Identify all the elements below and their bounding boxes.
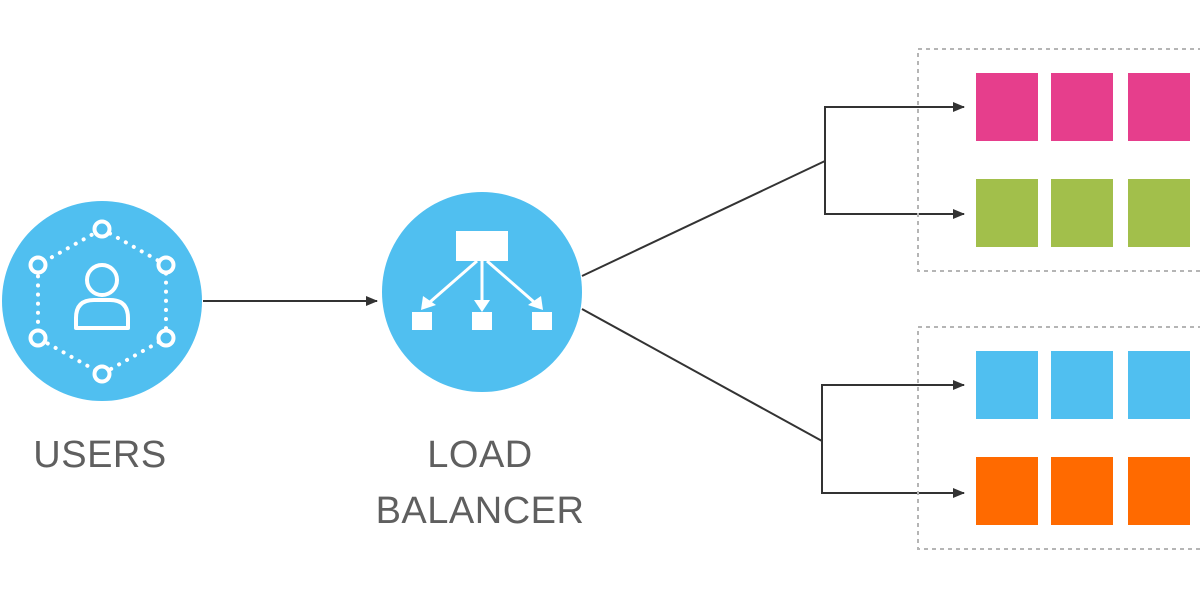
hex-node-top-left: [28, 255, 48, 275]
server-block-g1-r2-b3: [1128, 179, 1190, 247]
lb-target-box-center: [472, 312, 492, 330]
server-block-g2-r1-b2: [1051, 351, 1113, 419]
server-blocks: [976, 73, 1190, 525]
server-group-1-frame: [917, 48, 1200, 272]
server-group-2-frame: [917, 326, 1200, 550]
load-balancer-label-line2: BALANCER: [375, 490, 585, 532]
lb-to-group1-connector: [581, 160, 826, 277]
server-block-g2-r2-b1: [976, 457, 1038, 525]
hex-node-bottom-right: [156, 328, 176, 348]
users-network-icon: [28, 219, 176, 384]
server-block-g2-r1-b1: [976, 351, 1038, 419]
lb-target-box-left: [412, 312, 432, 330]
server-block-g1-r2-b2: [1051, 179, 1113, 247]
server-block-g1-r1-b1: [976, 73, 1038, 141]
server-block-g1-r1-b3: [1128, 73, 1190, 141]
users-node: [2, 201, 202, 401]
server-block-g1-r2-b1: [976, 179, 1038, 247]
load-balancer-distribution-icon: [412, 231, 552, 330]
server-block-g2-r2-b2: [1051, 457, 1113, 525]
hex-node-top: [92, 219, 112, 239]
lb-source-box: [456, 231, 508, 261]
hex-node-top-right: [156, 255, 176, 275]
load-balancer-label-line1: LOAD: [427, 434, 533, 476]
server-block-g2-r2-b3: [1128, 457, 1190, 525]
server-block-g1-r1-b2: [1051, 73, 1113, 141]
users-label: USERS: [33, 434, 167, 476]
hex-node-bottom: [92, 364, 112, 384]
lb-to-group2-connector: [581, 308, 823, 442]
hex-node-bottom-left: [28, 328, 48, 348]
person-icon: [74, 263, 130, 330]
load-balancer-node: [382, 192, 582, 392]
lb-target-box-right: [532, 312, 552, 330]
server-block-g2-r1-b3: [1128, 351, 1190, 419]
